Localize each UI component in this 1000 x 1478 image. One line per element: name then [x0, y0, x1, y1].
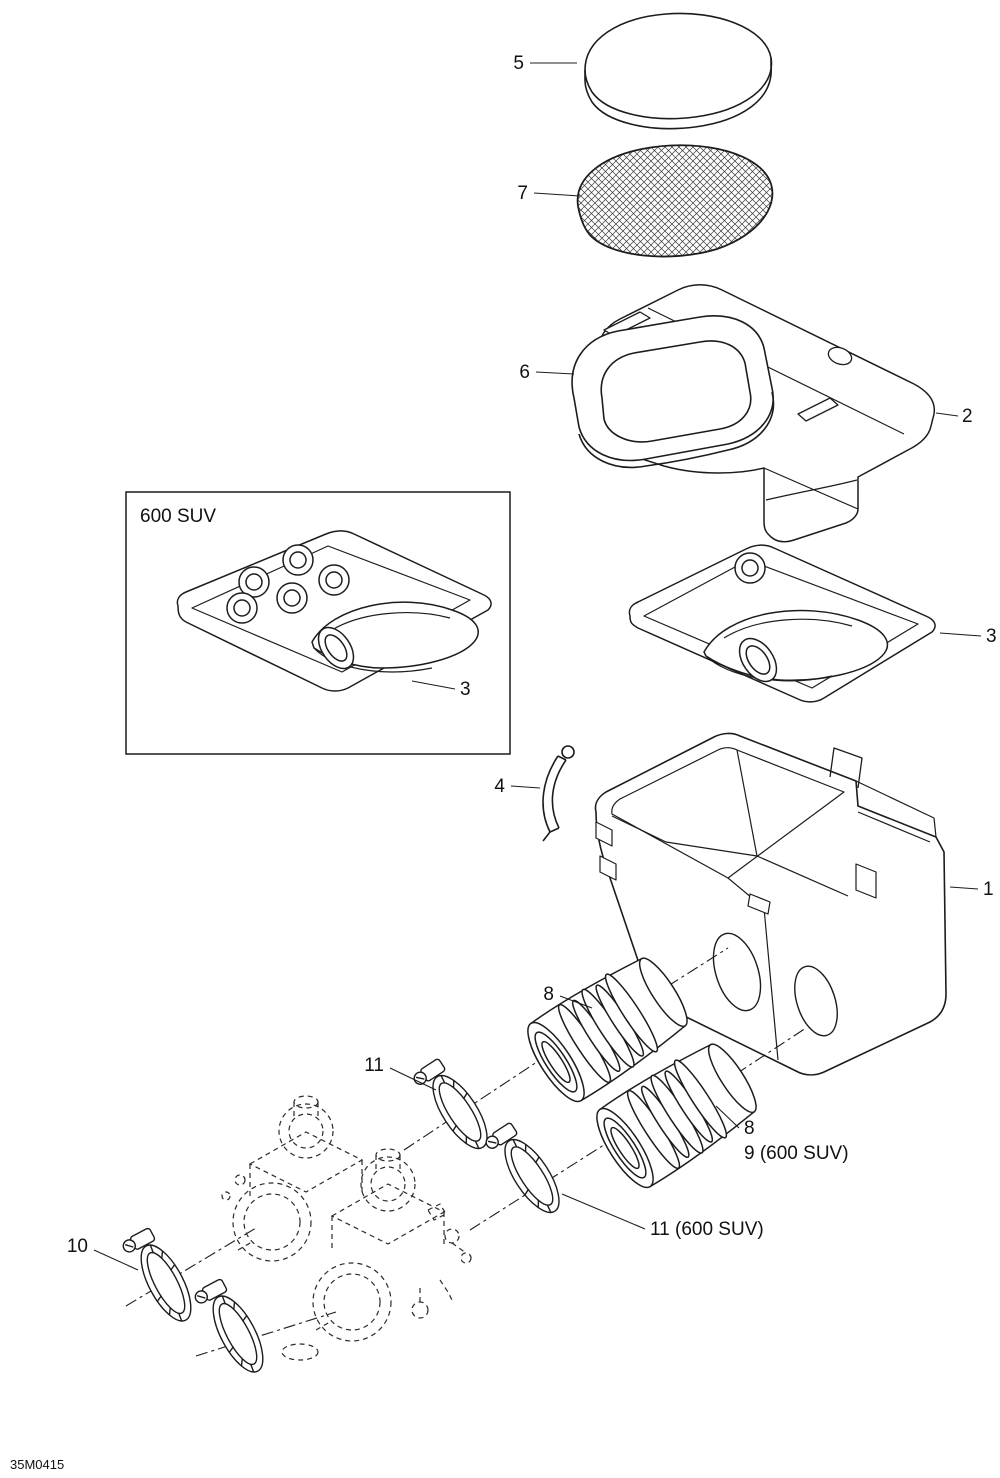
- grommet-hole-main: [734, 552, 766, 584]
- leader-11-suv: [561, 1193, 646, 1230]
- callout-2: 2: [962, 406, 973, 427]
- airbox-tab-front: [747, 893, 771, 915]
- callout-11: 11: [364, 1055, 384, 1076]
- airbox-port-1: [712, 932, 762, 1012]
- leader-4: [510, 785, 541, 789]
- clamp-11-600suv: [485, 1122, 560, 1214]
- leader-6: [535, 371, 575, 375]
- leader-11: [389, 1067, 437, 1091]
- leader-3-inset: [411, 680, 456, 690]
- clamp-10-b: [194, 1278, 264, 1373]
- callout-11-suv: 11 (600 SUV): [650, 1219, 764, 1240]
- leader-3-main: [939, 632, 982, 637]
- part-8-boot-lower: [596, 1043, 757, 1189]
- part-3-adapter-plate: [628, 544, 936, 703]
- callout-3-inset: 3: [460, 679, 471, 700]
- callout-6: 6: [519, 362, 530, 383]
- leader-8-upper: [559, 995, 593, 1009]
- airbox-bracket-right: [855, 863, 877, 899]
- part-8-boot-upper: [527, 957, 688, 1103]
- airbox-latch-left: [595, 821, 613, 847]
- leader-8-lower: [715, 1105, 740, 1129]
- callout-8-upper: 8: [543, 984, 554, 1005]
- inset-title: 600 SUV: [140, 506, 216, 527]
- callout-9: 9 (600 SUV): [744, 1143, 849, 1164]
- leader-1: [949, 886, 979, 890]
- part-3-adapter-plate-inset: [176, 530, 492, 692]
- doc-code: 35M0415: [10, 1457, 64, 1472]
- part-5-foam-pad: [584, 12, 773, 130]
- airbox-notch: [829, 747, 863, 789]
- leader-7: [533, 192, 581, 197]
- callout-8-lower: 8: [744, 1118, 755, 1139]
- part-1-airbox-body: [594, 732, 947, 1076]
- part-7-mesh-filter: [576, 144, 774, 258]
- grommet-holes-inset: [226, 544, 350, 624]
- callout-5: 5: [513, 53, 524, 74]
- callout-3-main: 3: [986, 626, 997, 647]
- clamp-11: [413, 1058, 488, 1150]
- scoop-main: [703, 609, 888, 683]
- leader-10: [93, 1249, 139, 1271]
- callout-7: 7: [517, 183, 528, 204]
- cover-vent-slot-right: [797, 397, 839, 422]
- callout-1: 1: [983, 879, 994, 900]
- inset-box-600suv: 600 SUV 3: [125, 491, 511, 755]
- callout-10: 10: [67, 1236, 88, 1257]
- scoop-inset: [311, 601, 479, 673]
- callout-4: 4: [494, 776, 505, 797]
- part-4-clip: [542, 745, 575, 842]
- leader-2: [935, 412, 959, 417]
- clamp-10-a: [122, 1227, 192, 1322]
- callouts: 5 7 6 2 3 4 1 8 11 8 9 (600 SUV) 11 (600…: [67, 53, 997, 1271]
- part-6-seal: [571, 315, 775, 469]
- airbox-port-2: [794, 965, 838, 1037]
- carburetor-assembly: [221, 1095, 472, 1361]
- cover-boss: [827, 346, 853, 366]
- airbox-latch-left-2: [599, 855, 617, 881]
